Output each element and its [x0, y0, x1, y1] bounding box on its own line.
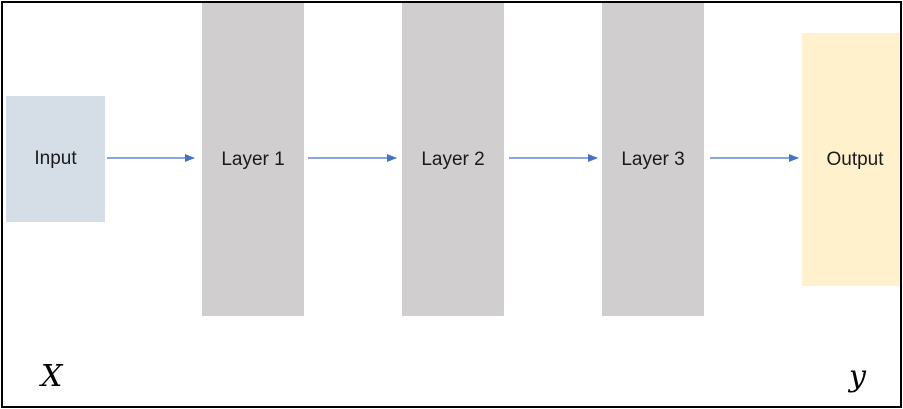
layer-2-label: Layer 2 [421, 149, 485, 170]
layer-1-label-wrap: Layer 1 [202, 142, 304, 178]
layer-1-node [202, 3, 304, 316]
layer-3-label: Layer 3 [621, 149, 685, 170]
layer-2-label-wrap: Layer 2 [402, 142, 504, 178]
arrows-layer [107, 154, 799, 162]
output-label-wrap: Output [802, 142, 903, 178]
layer-2-node [402, 3, 504, 316]
layer-3-label-wrap: Layer 3 [602, 142, 704, 178]
output-node [802, 33, 900, 286]
output-symbol: y [849, 359, 866, 394]
input-label: Input [34, 148, 77, 169]
input-node: Input [6, 96, 105, 222]
input-symbol: X [41, 359, 63, 394]
output-label: Output [826, 149, 884, 170]
layer-1-label: Layer 1 [221, 149, 285, 170]
layer-3-node [602, 3, 704, 316]
